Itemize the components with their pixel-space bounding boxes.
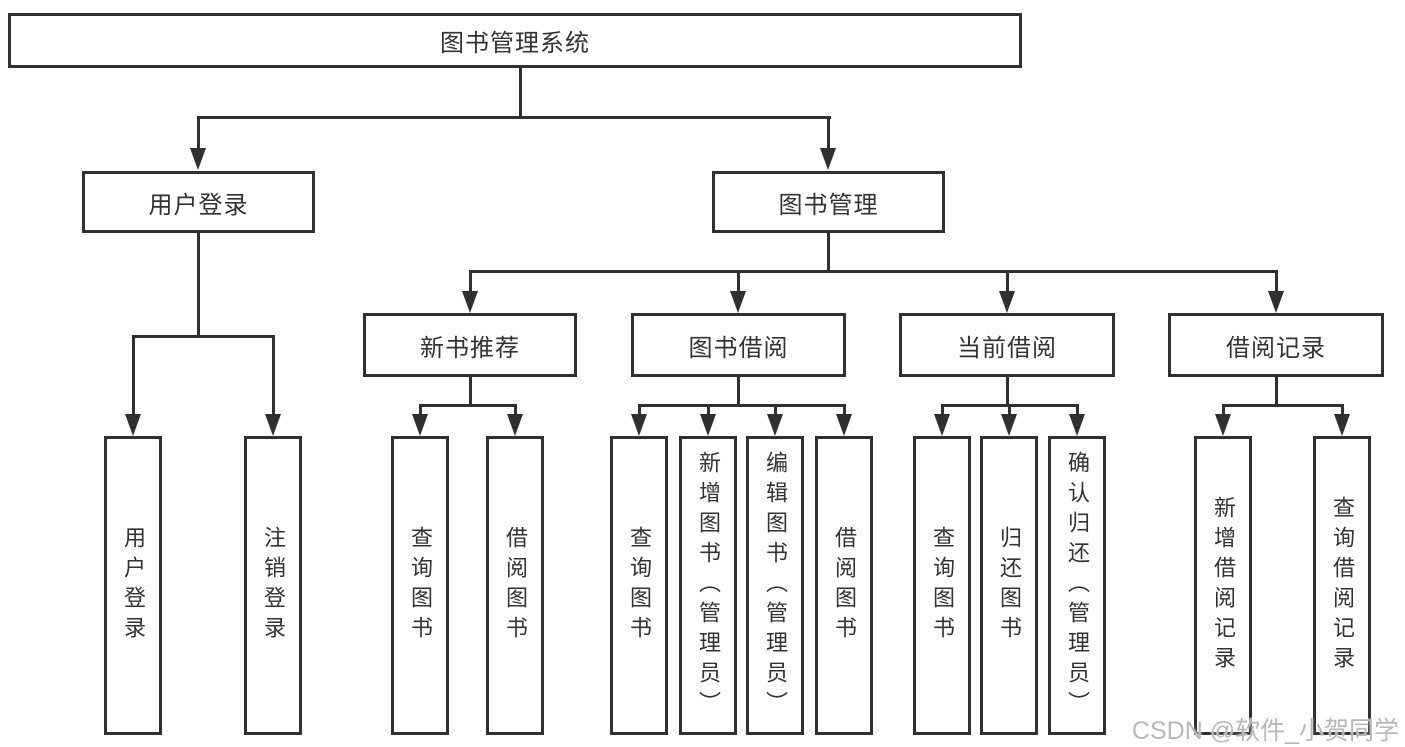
connector-leaf-logout-stub: [272, 335, 275, 416]
connector-g5-stub2: [1341, 404, 1344, 416]
node-user-login-label: 用户登录: [148, 191, 249, 219]
connector-g4-vline: [1006, 377, 1009, 407]
node-root-label: 图书管理系统: [440, 30, 590, 57]
leaf-edit-book-admin-label: 编辑图书（管理员）: [763, 450, 788, 721]
node-borrow-record-label: 借阅记录: [1226, 334, 1326, 362]
leaf-borrow-book-recommend: 借阅图书: [486, 436, 544, 735]
leaf-query-book-borrow-label: 查询图书: [627, 525, 652, 646]
connector-borrowrecord-stub: [1275, 270, 1278, 293]
node-book-borrow-label: 图书借阅: [688, 334, 789, 362]
leaf-query-borrow-record: 查询借阅记录: [1313, 436, 1371, 735]
leaf-add-book-admin: 新增图书（管理员）: [679, 436, 737, 735]
leaf-edit-book-admin: 编辑图书（管理员）: [746, 436, 804, 735]
csdn-watermark: CSDN @软件_小贺同学: [1131, 717, 1399, 745]
arrowhead-g3-leaf3-icon: [767, 414, 783, 436]
connector-g3-vline: [737, 377, 740, 407]
connector-leaf-userlogin-stub: [132, 335, 135, 416]
arrowhead-g4-leaf1-icon: [934, 414, 950, 436]
leaf-query-book-borrow: 查询图书: [610, 436, 668, 735]
connector-bookmgmt-vline: [827, 233, 830, 273]
leaf-query-book-current-label: 查询图书: [930, 525, 955, 646]
arrowhead-g3-leaf1-icon: [631, 414, 647, 436]
connector-bookmgmt-hline: [469, 270, 1278, 273]
arrowhead-g2-leaf2-icon: [507, 414, 523, 436]
arrowhead-book-mgmt-icon: [820, 148, 836, 170]
arrowhead-g3-leaf2-icon: [700, 414, 716, 436]
connector-g3-stub4: [843, 404, 846, 416]
leaf-return-book-label: 归还图书: [997, 525, 1022, 646]
leaf-borrow-book: 借阅图书: [815, 436, 873, 735]
arrowhead-bookborrow-icon: [730, 291, 746, 313]
node-book-management-label: 图书管理: [778, 191, 879, 219]
node-new-book-recommend: 新书推荐: [363, 313, 577, 377]
connector-g5-stub1: [1222, 404, 1225, 416]
leaf-query-book-recommend: 查询图书: [391, 436, 449, 735]
connector-g2-hline: [419, 404, 517, 407]
leaf-logout: 注销登录: [244, 436, 302, 735]
node-book-management: 图书管理: [712, 171, 945, 233]
connector-g5-vline: [1275, 377, 1278, 407]
connector-g4-stub3: [1076, 404, 1079, 416]
connector-g3-stub2: [707, 404, 710, 416]
arrowhead-g5-leaf2-icon: [1334, 414, 1350, 436]
leaf-query-borrow-record-label: 查询借阅记录: [1330, 495, 1355, 676]
arrowhead-g4-leaf2-icon: [1001, 414, 1017, 436]
arrowhead-leaf-userlogin-icon: [125, 414, 141, 436]
arrowhead-borrowrecord-icon: [1268, 291, 1284, 313]
leaf-confirm-return-admin: 确认归还（管理员）: [1048, 436, 1106, 735]
connector-g3-hline: [638, 404, 846, 407]
leaf-borrow-book-recommend-label: 借阅图书: [503, 525, 528, 646]
node-current-borrow-label: 当前借阅: [957, 334, 1057, 362]
leaf-add-book-admin-label: 新增图书（管理员）: [696, 450, 721, 721]
connector-g2-vline: [469, 377, 472, 407]
leaf-user-login: 用户登录: [104, 436, 162, 735]
leaf-add-borrow-record-label: 新增借阅记录: [1211, 495, 1236, 676]
arrowhead-g3-leaf4-icon: [836, 414, 852, 436]
leaf-query-book-current: 查询图书: [913, 436, 971, 735]
connector-g5-hline: [1222, 404, 1344, 407]
node-user-login: 用户登录: [82, 171, 315, 233]
node-new-book-recommend-label: 新书推荐: [420, 334, 520, 362]
leaf-query-book-recommend-label: 查询图书: [408, 525, 433, 646]
arrowhead-currentborrow-icon: [999, 291, 1015, 313]
node-root: 图书管理系统: [8, 13, 1022, 68]
leaf-user-login-label: 用户登录: [121, 525, 146, 646]
connector-g4-stub2: [1008, 404, 1011, 416]
connector-user-login-stub: [197, 116, 200, 150]
arrowhead-leaf-logout-icon: [265, 414, 281, 436]
leaf-borrow-book-label: 借阅图书: [832, 525, 857, 646]
connector-g3-stub3: [774, 404, 777, 416]
node-current-borrow: 当前借阅: [899, 313, 1115, 377]
leaf-logout-label: 注销登录: [261, 525, 286, 646]
connector-root-vline: [519, 68, 522, 117]
node-book-borrow: 图书借阅: [631, 313, 846, 377]
node-borrow-record: 借阅记录: [1168, 313, 1384, 377]
connector-book-mgmt-stub: [827, 116, 830, 150]
connector-userlogin-hline: [132, 335, 275, 338]
connector-root-hline: [197, 116, 831, 119]
arrowhead-g5-leaf1-icon: [1215, 414, 1231, 436]
connector-bookborrow-stub: [737, 270, 740, 293]
arrowhead-g4-leaf3-icon: [1069, 414, 1085, 436]
connector-g3-stub1: [638, 404, 641, 416]
connector-g4-stub1: [941, 404, 944, 416]
leaf-return-book: 归还图书: [980, 436, 1038, 735]
connector-g2-stub1: [419, 404, 422, 416]
connector-userlogin-vline: [197, 233, 200, 337]
leaf-confirm-return-admin-label: 确认归还（管理员）: [1065, 450, 1090, 721]
connector-currentborrow-stub: [1006, 270, 1009, 293]
arrowhead-user-login-icon: [190, 148, 206, 170]
connector-newbookrec-stub: [469, 270, 472, 293]
arrowhead-g2-leaf1-icon: [412, 414, 428, 436]
arrowhead-newbookrec-icon: [462, 291, 478, 313]
leaf-add-borrow-record: 新增借阅记录: [1194, 436, 1252, 735]
connector-g2-stub2: [514, 404, 517, 416]
